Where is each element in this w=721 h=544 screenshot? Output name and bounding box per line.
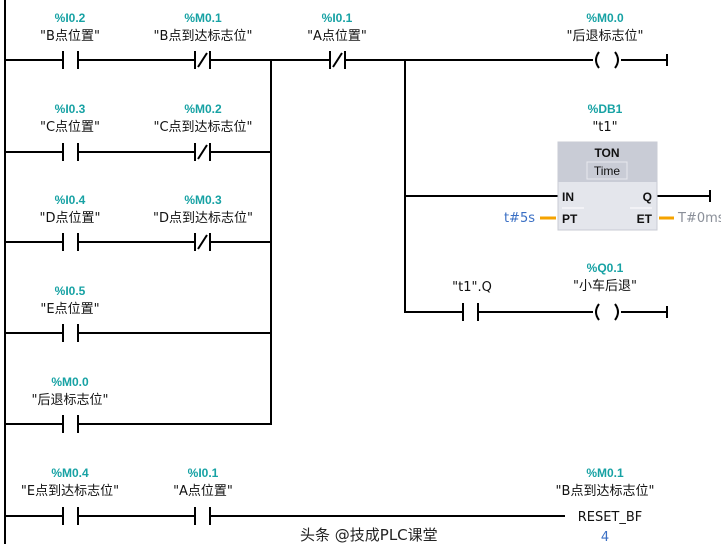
contact-nc[interactable] <box>194 51 211 69</box>
contact-address: %M0.0 <box>51 375 89 389</box>
contact-address: %M0.2 <box>184 102 222 116</box>
contact-no[interactable] <box>62 324 79 342</box>
contact-name: "C点位置" <box>40 120 100 135</box>
contact-address: %M0.4 <box>51 466 89 480</box>
contact-address: %I0.2 <box>55 11 86 25</box>
contact-no[interactable] <box>62 233 79 251</box>
end-ticks <box>666 54 711 318</box>
box-name: "B点到达标志位" <box>556 484 655 499</box>
contact-name: "后退标志位" <box>32 393 109 408</box>
contact-name: "D点到达标志位" <box>153 211 253 226</box>
contact-name: "E点位置" <box>40 302 99 317</box>
contact-no[interactable] <box>62 143 79 161</box>
coil-name: "后退标志位" <box>567 29 644 44</box>
pt-value[interactable]: t#5s <box>504 211 535 226</box>
watermark: 头条 @技成PLC课堂 <box>300 526 438 544</box>
pin-et: ET <box>637 212 653 226</box>
contact-no[interactable] <box>62 415 79 433</box>
contact-name: "B点位置" <box>40 29 100 44</box>
contact-address: %M0.3 <box>184 193 222 207</box>
contact-name: "A点位置" <box>173 484 233 499</box>
timer-instance: "t1" <box>592 120 617 135</box>
contact-name: "C点到达标志位" <box>153 120 252 135</box>
reset-count: 4 <box>601 530 609 544</box>
timer-wires <box>405 195 710 313</box>
contact-name: "D点位置" <box>40 211 101 226</box>
contact-nc[interactable] <box>194 143 211 161</box>
reset-bf-label: RESET_BF <box>578 510 643 525</box>
coil-name: "小车后退" <box>573 278 637 294</box>
pin-q: Q <box>643 190 652 204</box>
box-address: %M0.1 <box>586 466 624 480</box>
contact-no[interactable] <box>194 507 211 525</box>
contact-name: "A点位置" <box>307 29 367 44</box>
contact-name: "E点到达标志位" <box>21 484 119 499</box>
coil[interactable] <box>595 303 619 321</box>
contact-address: %M0.1 <box>184 11 222 25</box>
coil-address: %Q0.1 <box>587 261 624 275</box>
branch-wires <box>5 151 271 425</box>
pin-in: IN <box>562 190 574 204</box>
contact-address: %I0.1 <box>322 11 353 25</box>
coil-address: %M0.0 <box>586 11 624 25</box>
contact-address: %I0.5 <box>55 284 86 298</box>
contact-no[interactable] <box>62 507 79 525</box>
contact-nc[interactable] <box>194 233 211 251</box>
contact-address: %I0.3 <box>55 102 86 116</box>
contact-name: "t1".Q <box>452 280 492 295</box>
timer-subtype: Time <box>594 164 621 178</box>
contact-no[interactable] <box>462 303 479 321</box>
et-value: T#0ms <box>677 211 721 226</box>
contact-address: %I0.1 <box>188 466 219 480</box>
timer-db: %DB1 <box>588 102 623 116</box>
contact-nc[interactable] <box>329 51 346 69</box>
contact-address: %I0.4 <box>55 193 86 207</box>
pin-pt: PT <box>562 212 578 226</box>
timer-type: TON <box>594 146 619 160</box>
coil[interactable] <box>595 51 619 69</box>
contact-no[interactable] <box>62 51 79 69</box>
contact-name: "B点到达标志位" <box>154 29 253 44</box>
ton-timer-block[interactable] <box>557 141 658 231</box>
